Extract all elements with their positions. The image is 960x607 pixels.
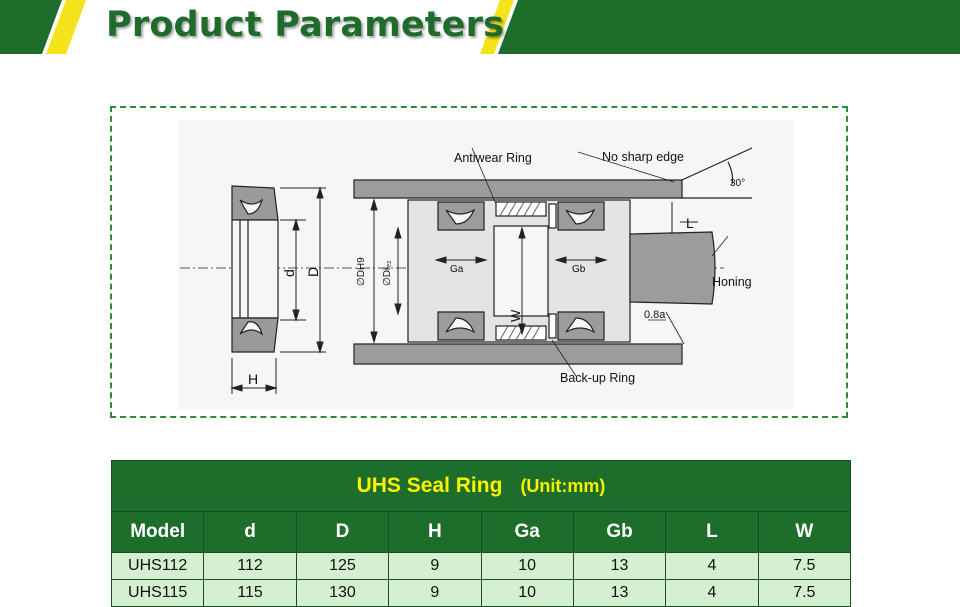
- col-header: H: [388, 511, 482, 553]
- table-cell: 125: [295, 552, 390, 580]
- table-cell: UHS112: [110, 552, 205, 580]
- table-row: UHS115 115 130 9 10 13 4 7.5: [110, 579, 852, 607]
- table-cell: 9: [388, 579, 482, 607]
- col-header: Gb: [572, 511, 667, 553]
- seal-section-view: [231, 185, 279, 353]
- col-header: Ga: [480, 511, 574, 553]
- table-cell: 4: [665, 552, 759, 580]
- table-cell: 9: [388, 552, 482, 580]
- table-cell: 7.5: [757, 552, 852, 580]
- col-header: L: [665, 511, 759, 553]
- label-phi-Die: ∅Diₑ₂: [382, 260, 393, 286]
- label-back-up-ring: Back-up Ring: [560, 371, 635, 385]
- label-W: W: [508, 309, 523, 322]
- table-caption: UHS Seal Ring (Unit:mm): [111, 460, 851, 512]
- table-cell: 4: [665, 579, 759, 607]
- technical-drawing-frame: d D H: [110, 106, 848, 418]
- seal-installation-drawing: d D H: [178, 120, 794, 410]
- col-header: d: [203, 511, 297, 553]
- label-L: L: [686, 215, 694, 231]
- table-cell: 13: [572, 552, 667, 580]
- table-cell: 10: [480, 552, 574, 580]
- col-header: W: [757, 511, 852, 553]
- label-angle: 30°: [730, 178, 745, 189]
- installation-view: [353, 147, 753, 365]
- table-cell: 13: [572, 579, 667, 607]
- antiwear-hatch: [499, 201, 541, 341]
- header-banner: Product Parameters: [0, 0, 960, 54]
- dim-D-label: D: [305, 267, 321, 277]
- table-cell: 7.5: [757, 579, 852, 607]
- label-phi-DH9: ∅DH9: [356, 257, 367, 286]
- label-honing: Honing: [712, 275, 752, 289]
- installation-dimensions: [370, 147, 729, 377]
- page-title: Product Parameters: [106, 5, 505, 45]
- table-cell: UHS115: [110, 579, 205, 607]
- label-Ga: Ga: [450, 264, 464, 275]
- seal-dimensions: [230, 186, 326, 394]
- table-title: UHS Seal Ring: [356, 474, 503, 497]
- label-roughness: 0.8a: [644, 309, 666, 321]
- table-cell: 115: [203, 579, 297, 607]
- label-no-sharp-edge: No sharp edge: [602, 150, 684, 164]
- table-cell: 112: [203, 552, 297, 580]
- table-unit: (Unit:mm): [520, 476, 606, 496]
- col-header: D: [295, 511, 390, 553]
- label-Gb: Gb: [572, 264, 586, 275]
- col-header: Model: [110, 511, 205, 553]
- table-row: UHS112 112 125 9 10 13 4 7.5: [110, 552, 852, 580]
- table-header-row: Model d D H Ga Gb L W: [110, 511, 852, 553]
- banner-graphic: [0, 0, 960, 54]
- dim-d-label: d: [281, 269, 297, 277]
- spec-table: UHS Seal Ring (Unit:mm) Model d D H Ga Gb…: [110, 460, 852, 607]
- dim-H-label: H: [248, 371, 258, 387]
- table-cell: 130: [295, 579, 390, 607]
- table-cell: 10: [480, 579, 574, 607]
- label-antiwear-ring: Antiwear Ring: [454, 151, 532, 165]
